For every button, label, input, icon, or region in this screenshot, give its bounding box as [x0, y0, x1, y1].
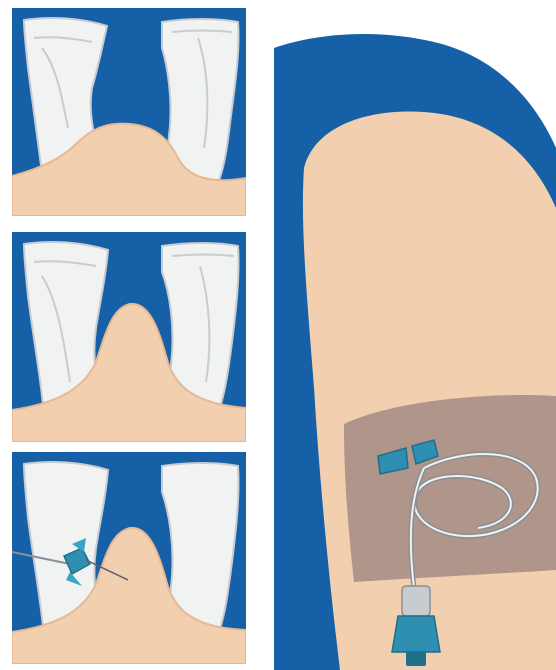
- upper-arm-illustration: [274, 28, 556, 670]
- adhesive-patch: [344, 395, 556, 582]
- arm-skin: [303, 111, 556, 670]
- step-panel-needle-insertion: [12, 452, 246, 664]
- connector-tip: [406, 652, 426, 666]
- relaxed-skin-illustration: [12, 8, 246, 216]
- pinched-skin-illustration: [12, 232, 246, 442]
- needle-insertion-illustration: [12, 452, 246, 664]
- connector-cap: [392, 616, 440, 652]
- step-panel-pinched-skin: [12, 232, 246, 442]
- connector-body: [402, 586, 430, 616]
- step-panel-relaxed-skin: [12, 8, 246, 216]
- arm-illustration: [274, 28, 556, 670]
